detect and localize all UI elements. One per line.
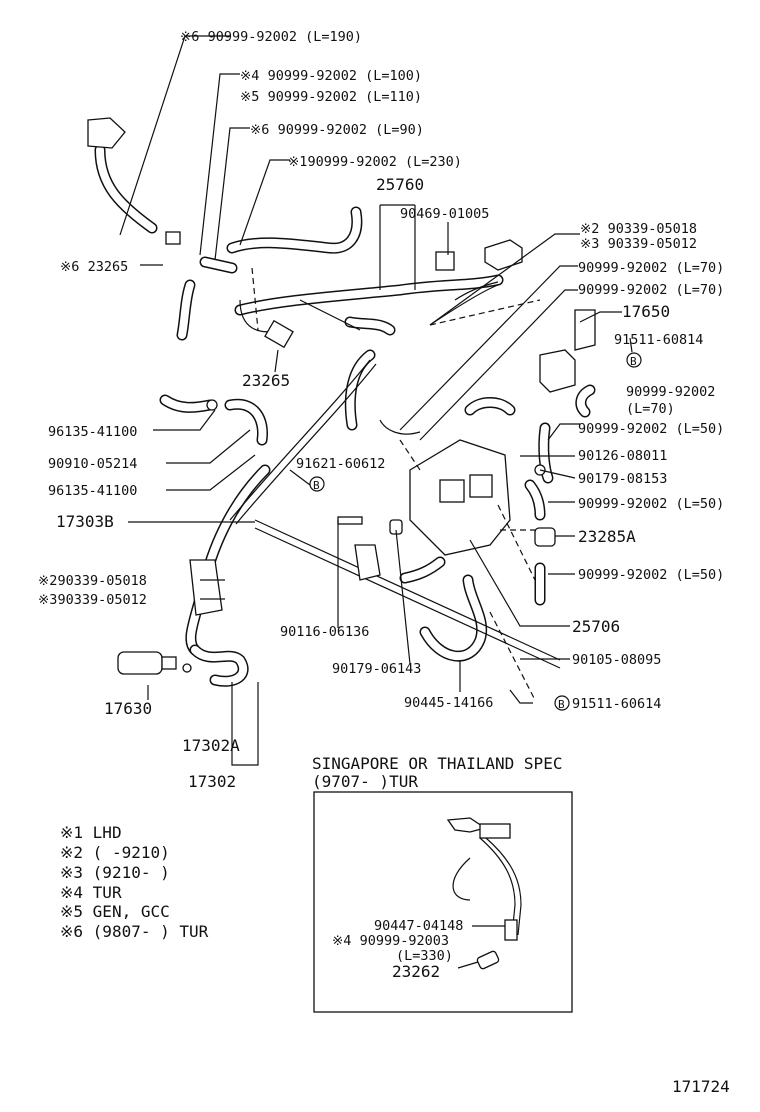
dashed-leaders [251,267,541,701]
svg-text:B: B [313,479,320,492]
label-23285a: 23285A [578,527,636,546]
note-2: ※2 ( -9210) [60,843,170,862]
labels: ※6 90999-92002 (L=190) ※4 90999-92002 (L… [38,29,724,791]
label-17630: 17630 [104,699,152,718]
label-hose-l70-b: 90999-92002 (L=70) [578,282,724,298]
inset-label-23262: 23262 [392,962,440,981]
inset-label-hose-l330: ※4 90999-92003 [332,933,449,949]
svg-text:B: B [630,355,637,368]
label-17650: 17650 [622,302,670,321]
vsv-a-icon [439,479,465,503]
label-90445: 90445-14166 [404,695,493,711]
b-marker-91511-60814: B [626,352,642,368]
label-91511-60814: 91511-60814 [614,332,703,348]
label-90116: 90116-06136 [280,624,369,640]
inset-singapore-thailand [313,791,573,1013]
circled-b-markers: B B B [309,352,642,711]
label-17303b: 17303B [56,512,114,531]
vsv-17630-icon [117,651,163,675]
label-hose-l190: ※6 90999-92002 (L=190) [180,29,362,45]
label-hose-l110: ※5 90999-92002 (L=110) [240,89,422,105]
footnotes: ※1 LHD ※2 ( -9210) ※3 (9210- ) ※4 TUR ※5… [60,823,209,941]
label-l70: (L=70) [626,401,675,417]
label-17302a: 17302A [182,736,240,755]
label-91621: 91621-60612 [296,456,385,472]
label-90179-06143: 90179-06143 [332,661,421,677]
note-4: ※4 TUR [60,883,122,902]
leader-lines [119,35,633,766]
figure-number: 171724 [672,1077,730,1096]
bracket-25760-icon [484,239,523,271]
inset-title: SINGAPORE OR THAILAND SPEC [312,754,562,773]
vsv-17650-icon [539,349,576,393]
bolt-90116-icon [337,516,363,525]
label-hose-l100: ※4 90999-92002 (L=100) [240,68,422,84]
inset-vsv-body-icon [479,823,511,839]
inset-label-90447: 90447-04148 [374,918,463,934]
inset-labels: SINGAPORE OR THAILAND SPEC (9707- )TUR 9… [312,754,562,981]
b-marker-91511-60614: B [554,695,570,711]
clamp-icon [182,663,192,673]
label-96135-b: 96135-41100 [48,483,137,499]
b-marker-91621: B [309,476,325,492]
label-hose-l230: ※190999-92002 (L=230) [288,154,462,170]
inset-tube-icon [504,919,518,941]
note-1: ※1 LHD [60,823,122,842]
label-90339-05012: ※3 90339-05012 [580,236,697,252]
label-90910: 90910-05214 [48,456,137,472]
vsv-17650-bracket-icon [574,309,596,351]
label-25706: 25706 [572,617,620,636]
vsv-17630-nozzle-icon [161,656,177,670]
label-90339-05018-lower: ※290339-05018 [38,573,147,589]
label-17302: 17302 [188,772,236,791]
label-hose-90999: 90999-92002 [626,384,715,400]
reservoir-icon [189,559,223,616]
label-hose-l50-b: 90999-92002 (L=50) [578,496,724,512]
label-90126: 90126-08011 [578,448,667,464]
label-90469: 90469-01005 [400,206,489,222]
inset-sensor-23262-icon [476,950,500,970]
label-91511-60614: 91511-60614 [572,696,661,712]
bracket-icon [354,544,381,581]
hose-lines [94,144,596,687]
inset-frame [313,791,573,1013]
note-3: ※3 (9210- ) [60,863,170,882]
label-23265-top: ※6 23265 [60,259,128,275]
vsv-23265-icon [264,319,294,349]
label-hose-l50-a: 90999-92002 (L=50) [578,421,724,437]
clip-90469-icon [435,251,455,271]
label-90339-05018: ※2 90339-05018 [580,221,697,237]
label-90179-08153: 90179-08153 [578,471,667,487]
clamp-icon [206,399,218,411]
label-90105: 90105-08095 [572,652,661,668]
label-hose-l90: ※6 90999-92002 (L=90) [250,122,424,138]
note-5: ※5 GEN, GCC [60,902,170,921]
label-25760: 25760 [376,175,424,194]
label-hose-l70-a: 90999-92002 (L=70) [578,260,724,276]
svg-text:B: B [558,698,565,711]
components [87,117,596,675]
inset-label-l330: (L=330) [396,948,453,964]
label-23265: 23265 [242,371,290,390]
note-6: ※6 (9807- ) TUR [60,922,209,941]
inset-subtitle: (9707- )TUR [312,772,418,791]
inset-vsv-icon [446,817,487,833]
filter-cap-icon [87,117,126,149]
label-96135-a: 96135-41100 [48,424,137,440]
vsv-b-icon [469,474,493,498]
label-hose-l50-c: 90999-92002 (L=50) [578,567,724,583]
connector-23265-top-icon [165,231,181,245]
label-90339-05012-lower: ※390339-05012 [38,592,147,608]
filter-23285a-icon [534,527,556,547]
